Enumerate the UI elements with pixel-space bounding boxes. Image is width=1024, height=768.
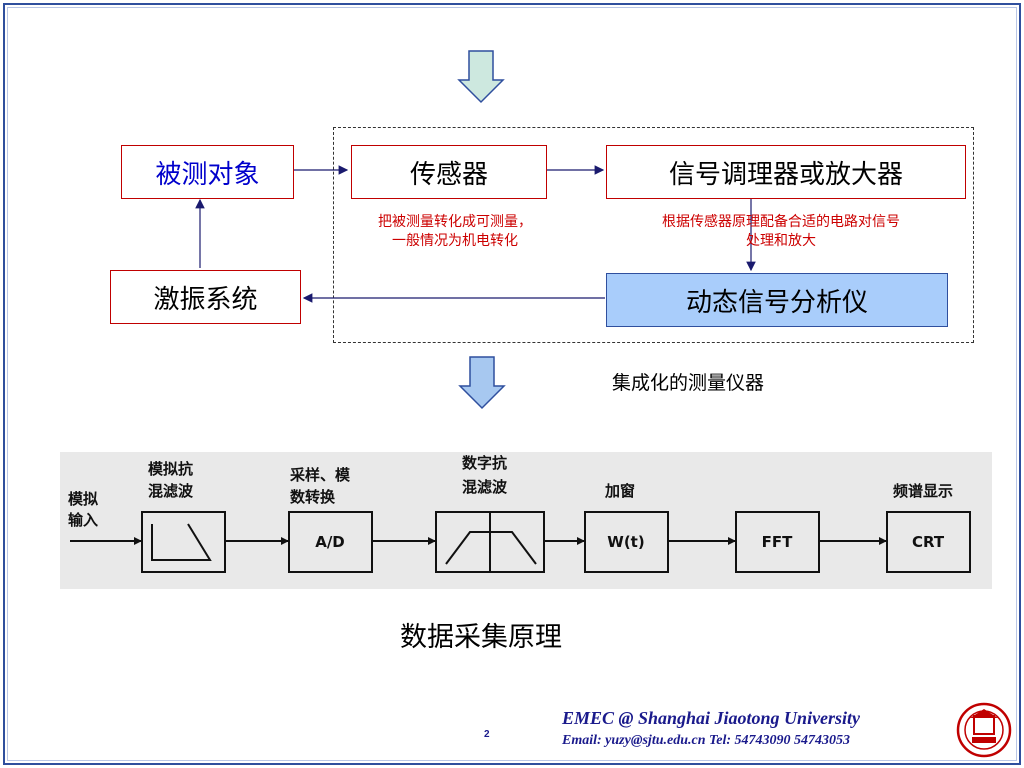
acquisition-diagram: 模拟 输入 模拟抗 混滤波 采样、模 数转换 A/D 数字抗 混滤波 加窗 W(… [60, 452, 992, 589]
fft-label: FFT [762, 533, 793, 551]
ad-label: A/D [315, 533, 345, 551]
stage-label: 混滤波 [462, 478, 508, 496]
window-label: W(t) [607, 533, 644, 551]
analyzer-box: 动态信号分析仪 [606, 273, 948, 327]
conditioner-note-line: 根据传感器原理配备合适的电路对信号 [662, 214, 900, 230]
footer-org: EMEC @ Shanghai Jiaotong University [562, 708, 861, 728]
conditioner-note-line: 处理和放大 [746, 233, 816, 249]
integrated-label: 集成化的测量仪器 [612, 372, 765, 394]
excitation-label: 激振系统 [153, 284, 258, 315]
measured-object-label: 被测对象 [155, 159, 260, 190]
input-label: 输入 [68, 511, 98, 529]
sensor-label: 传感器 [409, 159, 488, 190]
excitation-box: 激振系统 [110, 270, 301, 324]
page-number: 2 [484, 729, 490, 740]
sensor-box: 传感器 [351, 145, 547, 199]
stage-label: 频谱显示 [893, 482, 953, 500]
conditioner-note: 根据传感器原理配备合适的电路对信号 处理和放大 [606, 213, 956, 251]
sensor-note: 把被测量转化成可测量， 一般情况为机电转化 [340, 213, 570, 251]
input-label: 模拟 [68, 490, 98, 508]
acquisition-chain: 模拟 输入 模拟抗 混滤波 采样、模 数转换 A/D 数字抗 混滤波 加窗 W(… [68, 454, 971, 573]
conditioner-label: 信号调理器或放大器 [668, 159, 903, 190]
sensor-note-line: 把被测量转化成可测量， [378, 214, 532, 230]
down-arrow-icon [458, 356, 506, 410]
stage-label: 采样、模 [289, 466, 351, 484]
acquisition-caption: 数据采集原理 [400, 622, 562, 653]
stage-label: 数字抗 [462, 454, 507, 472]
integrated-instrument-region [333, 127, 974, 343]
slide-frame [3, 3, 1021, 765]
stage-label: 加窗 [604, 482, 635, 500]
stage-label: 数转换 [290, 488, 336, 506]
stage-label: 混滤波 [148, 482, 194, 500]
university-seal-icon [956, 702, 1012, 758]
footer-contact: Email: yuzy@sjtu.edu.cn Tel: 54743090 54… [562, 733, 851, 748]
down-arrow-icon [457, 50, 505, 104]
conditioner-box: 信号调理器或放大器 [606, 145, 966, 199]
measured-object-box: 被测对象 [121, 145, 294, 199]
crt-label: CRT [912, 533, 945, 551]
analyzer-label: 动态信号分析仪 [685, 287, 868, 318]
sensor-note-line: 一般情况为机电转化 [392, 233, 518, 249]
stage-label: 模拟抗 [148, 460, 193, 478]
